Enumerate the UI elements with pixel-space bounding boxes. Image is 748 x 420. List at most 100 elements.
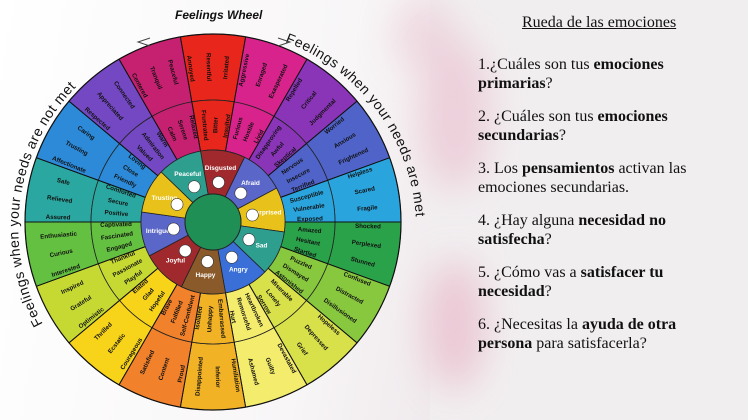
- q5-bold: satisfacer tu: [580, 264, 664, 281]
- segment-divider: [118, 284, 178, 386]
- q5-text: 5. ¿Cómo vas a: [478, 264, 581, 281]
- face-icon: [234, 186, 248, 200]
- segment-divider: [118, 58, 178, 160]
- face-icon: [167, 222, 180, 236]
- emotion-word: Proud: [177, 364, 188, 383]
- q6-text: 6. ¿Necesitas la: [478, 316, 582, 333]
- emotion-word: Secure: [107, 197, 129, 208]
- emotion-word: Curious: [49, 248, 74, 260]
- core-emotion-label: Afraid: [241, 180, 260, 187]
- emotion-word: Safe: [56, 177, 71, 187]
- emotion-word: Shocked: [355, 223, 381, 231]
- core-emotion-label: Sad: [256, 242, 268, 249]
- core-emotion-label: Trusting: [152, 195, 178, 202]
- face-icon: [246, 208, 259, 222]
- emotion-word: Frustrated: [200, 110, 210, 141]
- segment-divider: [280, 246, 390, 287]
- emotion-word: Isolated: [194, 306, 204, 330]
- emotion-word: Positive: [104, 209, 129, 218]
- emotion-word: Fragile: [357, 204, 378, 213]
- core-emotion-label: Disgusted: [205, 165, 236, 172]
- pink-decoration: [420, 40, 490, 190]
- emotion-word: Hurt: [228, 310, 237, 324]
- emotion-word: Fascinated: [101, 230, 134, 242]
- emotion-word: Inferior: [214, 366, 222, 388]
- arrow-icon: [136, 37, 151, 47]
- emotion-word: Annoyed: [185, 55, 196, 82]
- core-emotion-label: Happy: [196, 272, 216, 279]
- segment-divider: [225, 36, 247, 152]
- q2-end: ?: [558, 127, 567, 144]
- emotion-word: Unhappy: [206, 305, 214, 332]
- face-icon: [187, 180, 201, 193]
- emotion-word: Resentful: [204, 53, 212, 82]
- question-2: 2. ¿Cuáles son tus emociones secundarias…: [478, 107, 733, 145]
- q1-end: ?: [545, 75, 553, 92]
- emotion-word: Amazed: [297, 226, 321, 235]
- wheel-rim: [24, 33, 402, 411]
- q5-bold-2: necesidad: [478, 283, 545, 300]
- emotion-word: Exposed: [297, 215, 323, 223]
- segment-divider: [36, 246, 146, 287]
- emotion-word: Scared: [354, 185, 376, 196]
- emotion-word: Captivated: [100, 221, 132, 229]
- emotion-word: Relaxed: [187, 115, 199, 140]
- q3-end: activan las emociones secundarias.: [478, 160, 687, 196]
- core-emotion-label: Angry: [229, 266, 248, 273]
- wheel-center: [184, 193, 242, 251]
- emotion-word: Humiliation: [229, 358, 241, 393]
- emotion-word: Embarrassed: [216, 299, 226, 339]
- segment-divider: [225, 292, 247, 408]
- arrow-icon: [277, 37, 292, 47]
- question-5: 5. ¿Cómo vas a satisfacer tu necesidad?: [478, 263, 733, 301]
- question-3: 3. Los pensamientos activan las emocione…: [478, 159, 733, 197]
- wheel-title: Feelings Wheel: [175, 8, 263, 22]
- segment-divider: [280, 157, 390, 198]
- emotion-word: Relieved: [47, 194, 73, 205]
- q3-text: 3. Los: [478, 160, 522, 177]
- emotion-word: Vulnerable: [293, 202, 326, 214]
- face-icon: [178, 244, 192, 258]
- emotion-word: Disappointed: [194, 356, 204, 396]
- segment-divider: [179, 292, 201, 408]
- segment-divider: [267, 100, 358, 177]
- panel-title: Rueda de las emociones: [522, 14, 677, 31]
- q3-bold: pensamientos: [522, 160, 615, 177]
- emotion-word: Bitter: [212, 116, 219, 133]
- q2-text: 2. ¿Cuáles son tus: [478, 108, 598, 125]
- question-1: 1.¿Cuáles son tus emociones primarias?: [478, 55, 733, 93]
- q6-bold: ayuda de otra persona: [478, 316, 677, 352]
- emotion-word: Hesitant: [295, 236, 320, 248]
- face-icon: [201, 255, 214, 268]
- segment-divider: [267, 267, 358, 344]
- q4-end: ?: [544, 231, 552, 248]
- face-icon: [212, 176, 225, 189]
- emotion-word: Perplexed: [351, 239, 381, 250]
- q2-bold: emociones secundarias: [478, 108, 668, 144]
- segment-divider: [68, 267, 159, 344]
- emotion-word: Assured: [46, 214, 71, 222]
- segment-divider: [36, 157, 146, 198]
- q1-bold: emociones primarias: [478, 56, 664, 92]
- emotion-word: Insulted: [222, 114, 232, 139]
- q4-text: 4. ¿Hay alguna: [478, 212, 579, 229]
- q1-text: 1.¿Cuáles son tus: [478, 56, 594, 73]
- emotion-word: Enthusiastic: [40, 231, 78, 241]
- segment-divider: [68, 100, 159, 177]
- core-emotion-label: Peaceful: [174, 171, 201, 178]
- question-4: 4. ¿Hay alguna necesidad no satisfecha?: [478, 211, 733, 249]
- questions-panel: Rueda de las emociones 1.¿Cuáles son tus…: [478, 14, 733, 367]
- segment-divider: [179, 36, 201, 152]
- q5-end: ?: [544, 283, 552, 300]
- face-icon: [242, 233, 256, 246]
- face-icon: [170, 198, 184, 211]
- pink-decoration: [425, 260, 485, 390]
- core-emotion-label: Surprised: [251, 209, 281, 216]
- q4-bold: necesidad no satisfecha: [478, 212, 666, 248]
- emotion-word: Irritated: [222, 56, 231, 80]
- segment-divider: [248, 284, 308, 386]
- question-6: 6. ¿Necesitas la ayuda de otra persona p…: [478, 315, 733, 353]
- core-emotion-label: Joyful: [166, 258, 185, 265]
- q6-end: para satisfacerla?: [532, 335, 647, 352]
